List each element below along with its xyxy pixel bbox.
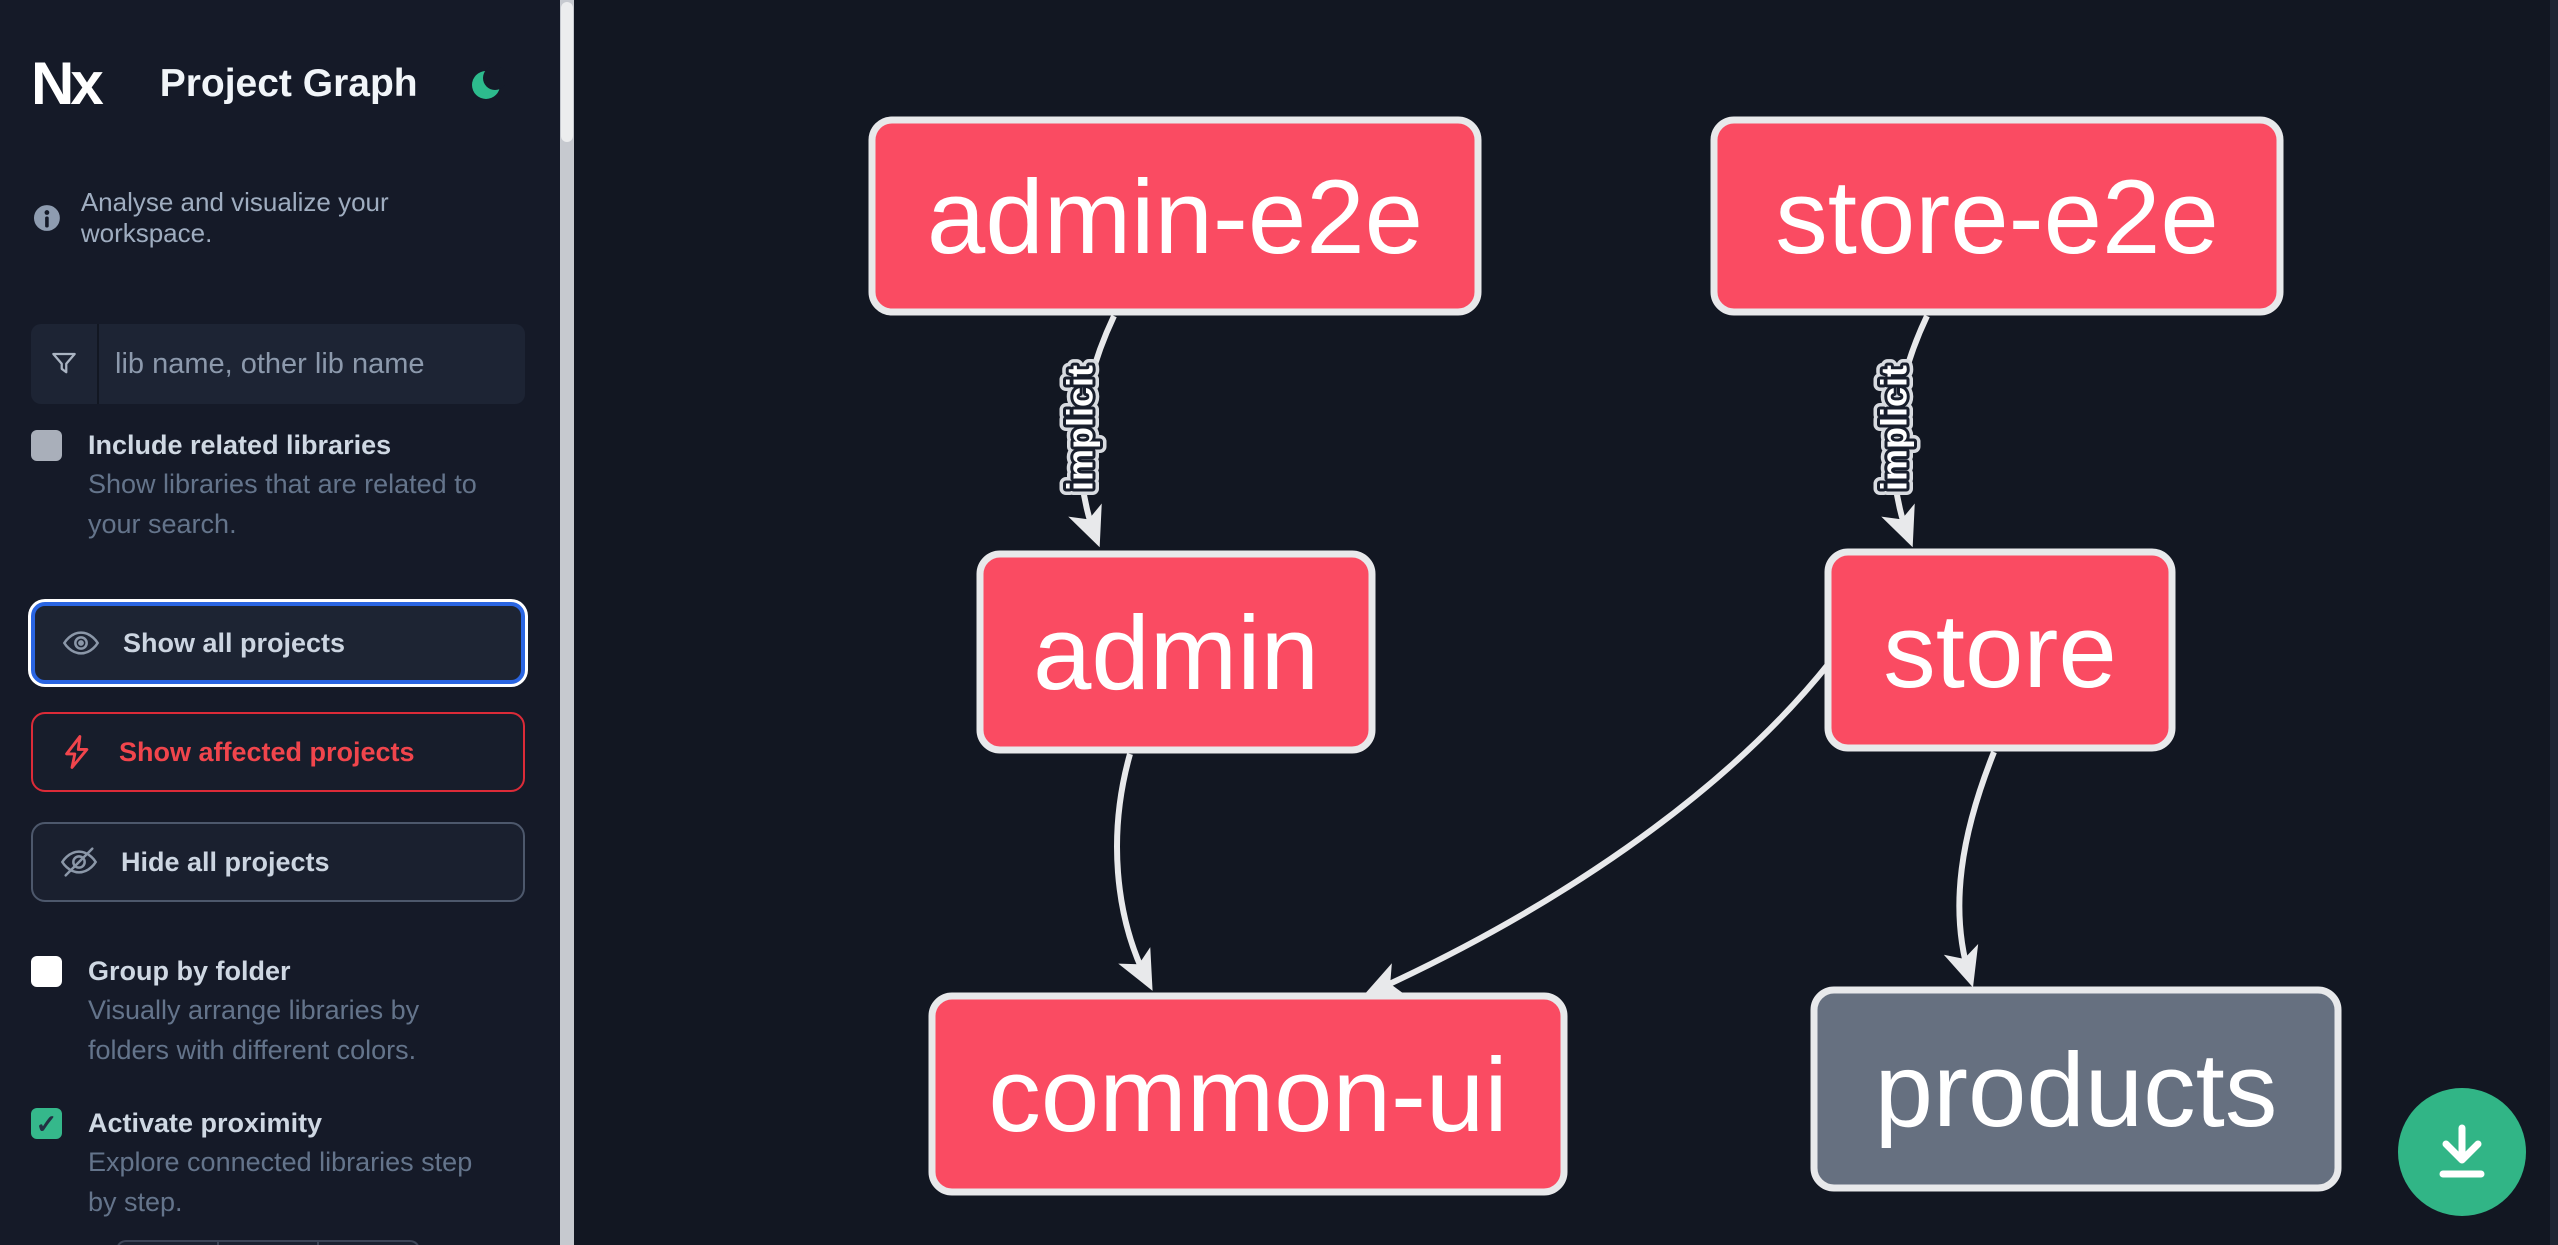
activate-proximity-row: ✓ Activate proximity Explore connected l… bbox=[31, 1104, 525, 1222]
include-related-label: Include related libraries bbox=[88, 430, 392, 460]
page-title: Project Graph bbox=[159, 62, 418, 105]
edge-store-e2e-to-store bbox=[1881, 314, 1930, 548]
graph-node-admin-e2e[interactable]: admin-e2e bbox=[868, 116, 1482, 316]
node-label: store bbox=[1883, 593, 2116, 710]
group-by-folder-label: Group by folder bbox=[88, 956, 291, 986]
node-label: store-e2e bbox=[1775, 159, 2219, 276]
node-label: admin-e2e bbox=[927, 159, 1423, 276]
proximity-depth-decrement[interactable] bbox=[118, 1242, 219, 1245]
lightning-bolt-icon bbox=[65, 735, 89, 769]
show-all-projects-label: Show all projects bbox=[123, 627, 346, 658]
activate-proximity-checkbox[interactable]: ✓ bbox=[31, 1108, 62, 1139]
filter-funnel-icon bbox=[31, 324, 99, 404]
graph-node-store[interactable]: store bbox=[1824, 548, 2176, 752]
sidebar: Nx Project Graph Analyse and visualize y… bbox=[0, 0, 560, 1245]
desc-line: Show libraries that are related to bbox=[88, 469, 477, 499]
checkmark-icon: ✓ bbox=[35, 1108, 58, 1139]
proximity-depth-control[interactable] bbox=[116, 1240, 420, 1245]
node-label: common-ui bbox=[988, 1037, 1507, 1154]
nx-logo: Nx bbox=[31, 50, 104, 117]
graph-node-store-e2e[interactable]: store-e2e bbox=[1710, 116, 2284, 316]
include-related-description: Show libraries that are related to your … bbox=[88, 464, 525, 544]
eye-off-icon bbox=[60, 847, 98, 877]
graph-node-admin[interactable]: admin bbox=[976, 550, 1376, 754]
page-scrollbar[interactable] bbox=[2550, 0, 2558, 1245]
edge-label-implicit: implicit bbox=[1874, 365, 1915, 491]
download-icon bbox=[2439, 1124, 2485, 1178]
desc-line: your search. bbox=[88, 509, 237, 539]
edge-store-to-products bbox=[1943, 750, 1997, 988]
edge-admin-e2e-to-admin bbox=[1068, 314, 1117, 548]
node-label: products bbox=[1875, 1032, 2278, 1149]
dark-mode-toggle-moon-icon[interactable] bbox=[471, 67, 505, 101]
include-related-row: Include related libraries Show libraries… bbox=[31, 426, 525, 544]
eye-icon bbox=[62, 631, 100, 655]
workspace-tagline: Analyse and visualize your workspace. bbox=[80, 187, 389, 248]
activate-proximity-description: Explore connected libraries step by step… bbox=[88, 1142, 525, 1222]
search-box bbox=[31, 324, 525, 404]
project-visibility-buttons: Show all projects Show affected projects… bbox=[31, 602, 525, 902]
graph-node-common-ui[interactable]: common-ui bbox=[928, 992, 1568, 1196]
group-by-folder-checkbox[interactable] bbox=[31, 956, 62, 987]
sidebar-header: Nx Project Graph bbox=[31, 44, 525, 124]
desc-line: by step. bbox=[88, 1187, 183, 1217]
search-input[interactable] bbox=[99, 324, 525, 404]
sidebar-scrollbar[interactable] bbox=[560, 0, 574, 1245]
hide-all-projects-label: Hide all projects bbox=[121, 846, 330, 877]
sidebar-scrollbar-thumb[interactable] bbox=[561, 2, 573, 142]
group-by-folder-description: Visually arrange libraries by folders wi… bbox=[88, 990, 525, 1070]
show-all-projects-button[interactable]: Show all projects bbox=[31, 602, 525, 684]
show-affected-projects-label: Show affected projects bbox=[119, 736, 415, 767]
desc-line: Explore connected libraries step bbox=[88, 1147, 473, 1177]
desc-line: folders with different colors. bbox=[88, 1035, 417, 1065]
edge-label-implicit-halo: implicit bbox=[1874, 365, 1915, 491]
hide-all-projects-button[interactable]: Hide all projects bbox=[31, 822, 525, 902]
node-label: admin bbox=[1033, 595, 1319, 712]
proximity-depth-value bbox=[219, 1242, 320, 1245]
show-affected-projects-button[interactable]: Show affected projects bbox=[31, 712, 525, 792]
desc-line: Visually arrange libraries by bbox=[88, 995, 420, 1025]
activate-proximity-label: Activate proximity bbox=[88, 1108, 323, 1138]
group-by-folder-row: Group by folder Visually arrange librari… bbox=[31, 952, 525, 1070]
workspace-tagline-row: Analyse and visualize your workspace. bbox=[31, 187, 525, 248]
graph-node-products[interactable]: products bbox=[1810, 986, 2342, 1192]
info-icon bbox=[33, 205, 60, 231]
edge-store-to-common-ui bbox=[1362, 660, 1833, 997]
edge-label-implicit: implicit bbox=[1060, 365, 1101, 491]
edge-label-implicit-halo: implicit bbox=[1060, 365, 1101, 491]
include-related-checkbox[interactable] bbox=[31, 430, 62, 461]
edge-admin-to-common-ui bbox=[1114, 753, 1153, 991]
download-image-button[interactable] bbox=[2398, 1088, 2526, 1216]
